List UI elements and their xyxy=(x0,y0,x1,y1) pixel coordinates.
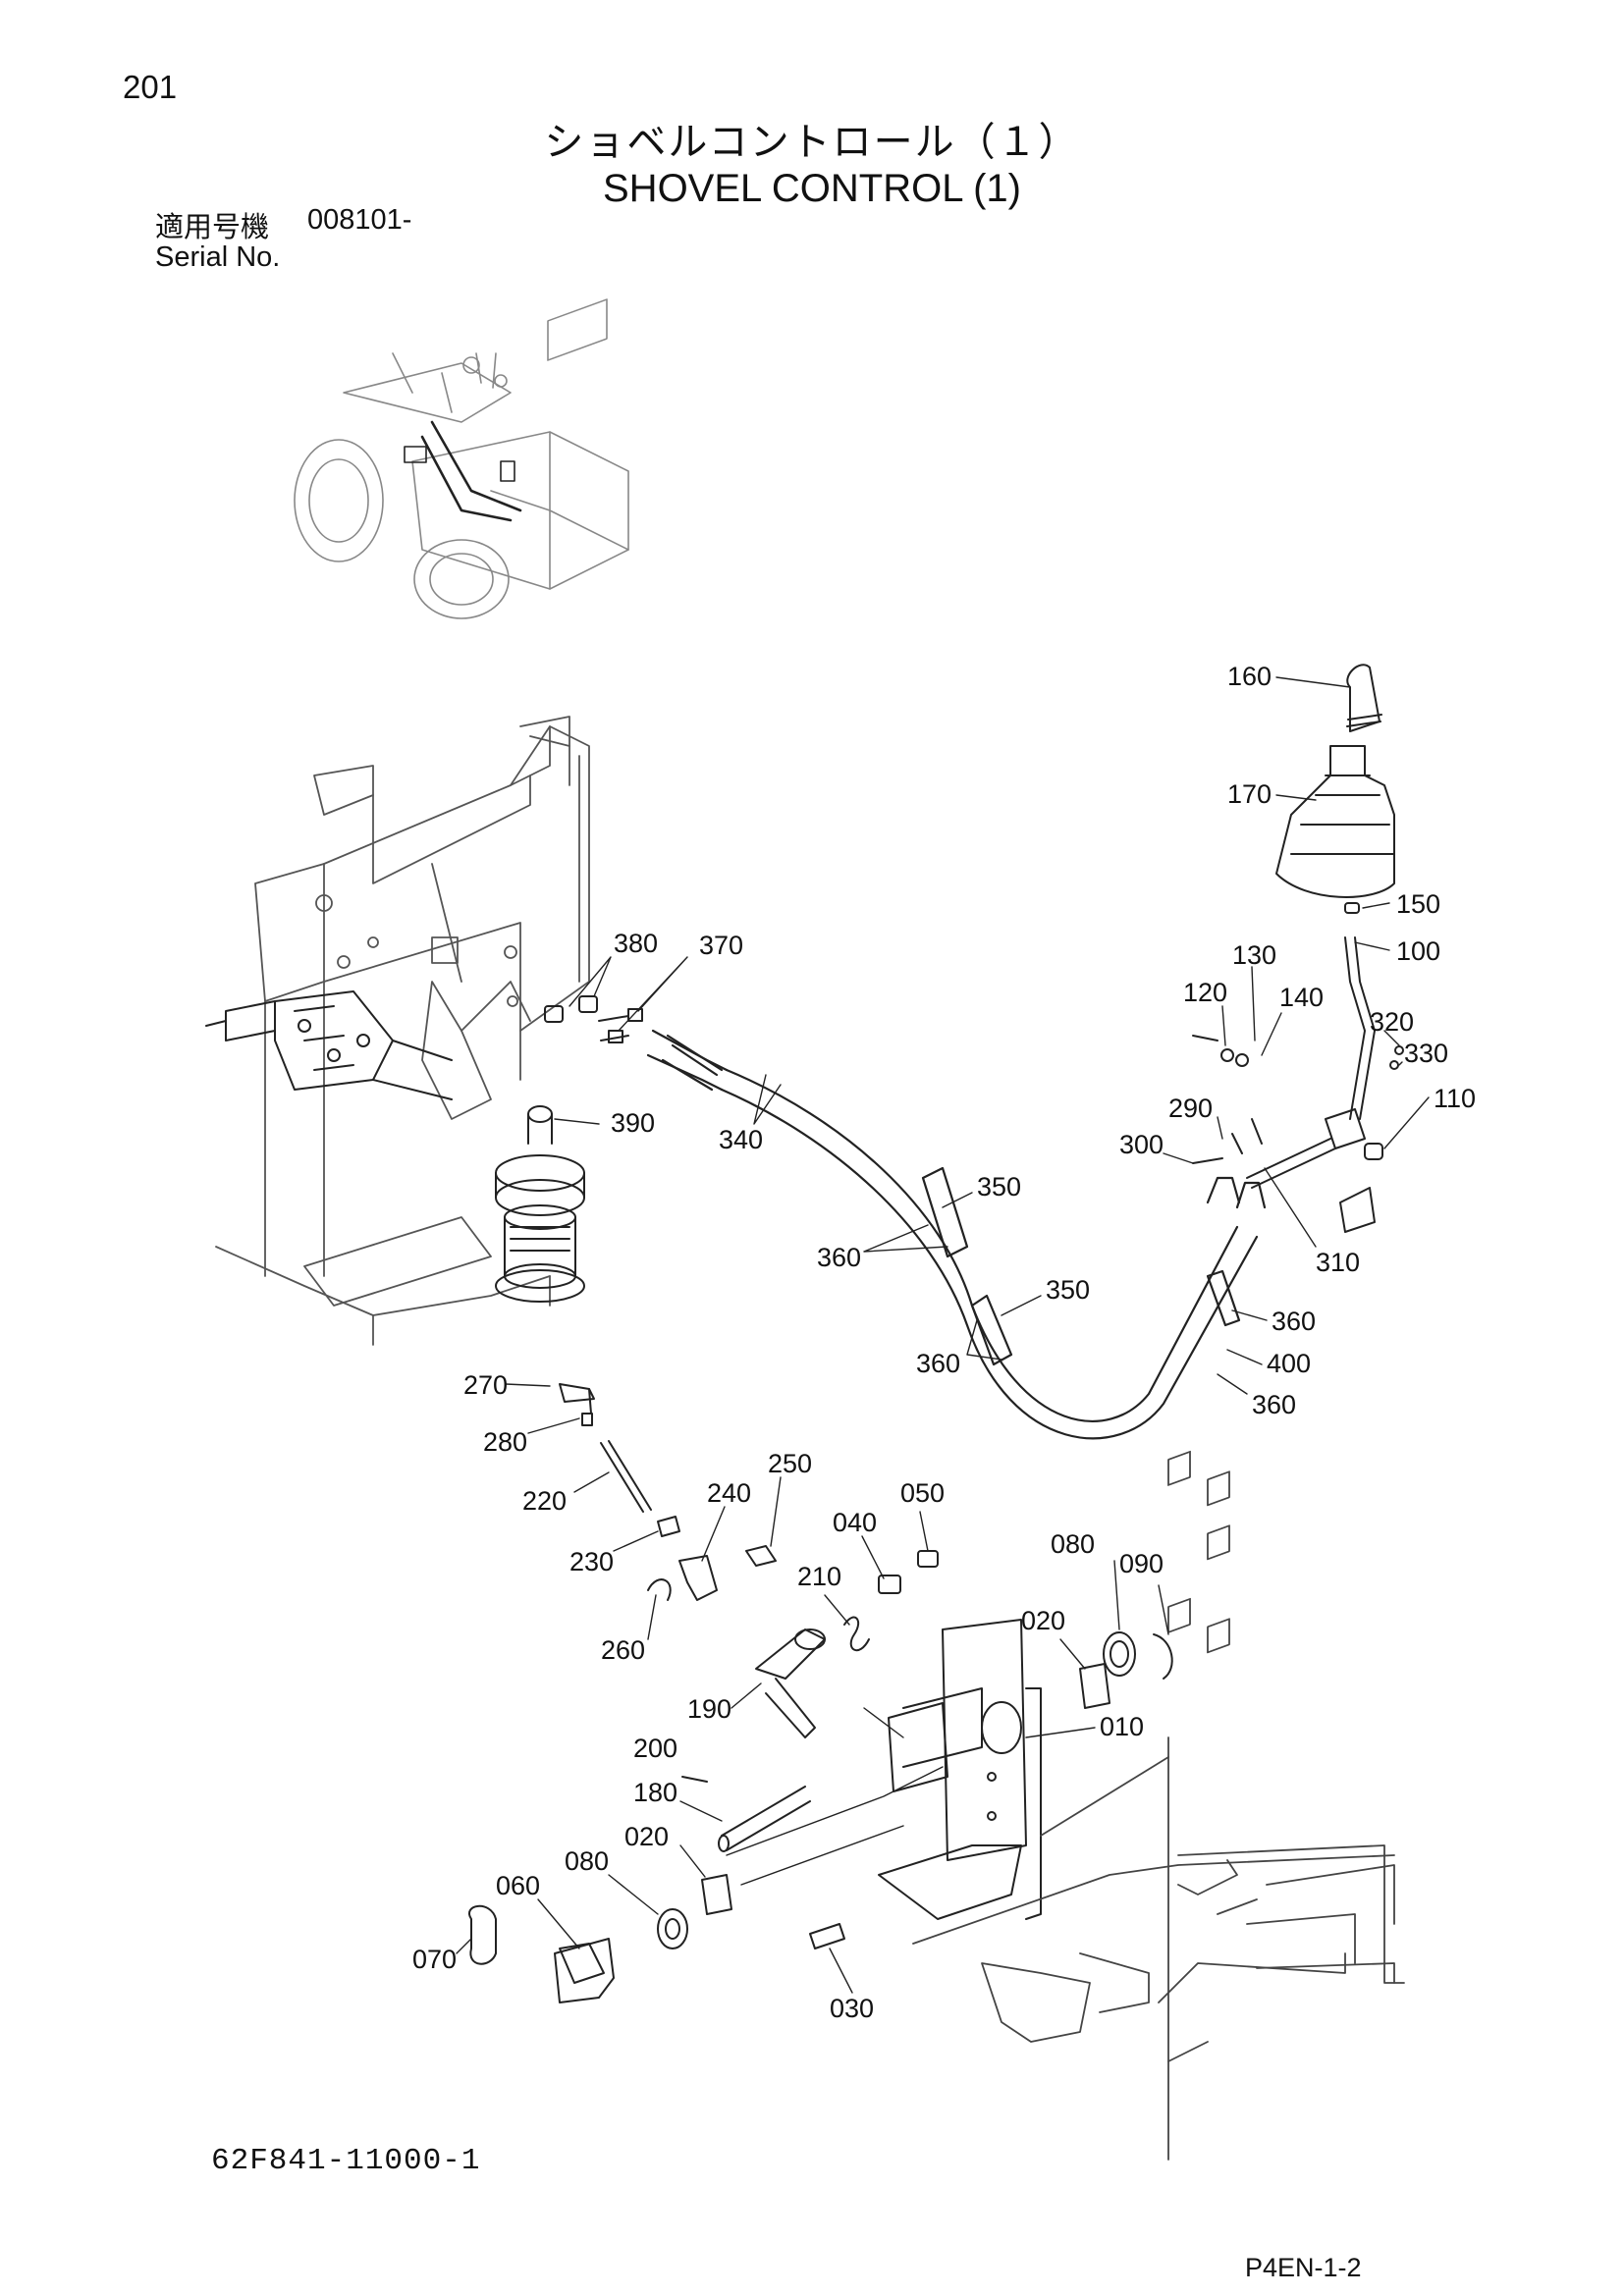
lower-bracket-assembly xyxy=(468,1383,1173,2003)
callout-350-lower: 350 xyxy=(1046,1275,1090,1305)
callout-260: 260 xyxy=(601,1635,645,1665)
callout-110: 110 xyxy=(1434,1084,1476,1113)
callout-130: 130 xyxy=(1232,940,1276,970)
callout-370: 370 xyxy=(699,931,743,960)
callout-100: 100 xyxy=(1396,936,1440,966)
page-code: P4EN-1-2 xyxy=(1245,2253,1362,2282)
callout-380: 380 xyxy=(614,929,658,958)
callout-390: 390 xyxy=(611,1108,655,1138)
callout-020-upper: 020 xyxy=(1021,1606,1065,1635)
callout-210: 210 xyxy=(797,1562,841,1591)
callout-190: 190 xyxy=(687,1694,731,1724)
serial-label-english: Serial No. xyxy=(155,241,281,273)
serial-label-japanese: 適用号機 xyxy=(155,210,270,243)
chassis-frame xyxy=(912,1450,1405,2161)
swivel-column xyxy=(495,1105,585,1303)
serial-number-value: 008101- xyxy=(307,204,412,236)
callout-360-right-a: 360 xyxy=(1272,1307,1316,1336)
callout-250: 250 xyxy=(768,1449,812,1478)
page-number: 201 xyxy=(123,69,178,105)
callout-160: 160 xyxy=(1227,662,1272,691)
callout-120: 120 xyxy=(1183,978,1227,1007)
page-title-japanese: ショベルコントロール（１） xyxy=(544,120,1080,165)
callout-050: 050 xyxy=(900,1478,945,1508)
callout-340: 340 xyxy=(719,1125,763,1154)
callout-150: 150 xyxy=(1396,889,1440,919)
callout-280: 280 xyxy=(483,1427,527,1457)
callout-040: 040 xyxy=(833,1508,877,1537)
callout-020-lower: 020 xyxy=(624,1822,669,1851)
callout-360-lower: 360 xyxy=(916,1349,960,1378)
callout-080-upper: 080 xyxy=(1051,1529,1095,1559)
callout-060: 060 xyxy=(496,1871,540,1900)
callout-220: 220 xyxy=(522,1486,567,1516)
callout-350-upper: 350 xyxy=(977,1172,1021,1201)
callout-400: 400 xyxy=(1267,1349,1311,1378)
drawing-number: 62F841-11000-1 xyxy=(211,2144,481,2178)
callout-180: 180 xyxy=(633,1778,677,1807)
bolt-group-370-380 xyxy=(544,995,643,1043)
callout-090: 090 xyxy=(1119,1549,1164,1578)
callout-140: 140 xyxy=(1279,983,1324,1012)
callout-200: 200 xyxy=(633,1734,677,1763)
callout-310: 310 xyxy=(1316,1248,1360,1277)
page-title-english: SHOVEL CONTROL (1) xyxy=(603,167,1021,210)
callout-010: 010 xyxy=(1100,1712,1144,1741)
tractor-thumbnail xyxy=(294,298,629,619)
callout-030: 030 xyxy=(830,1994,874,2023)
callout-230: 230 xyxy=(569,1547,614,1576)
callout-360-right-b: 360 xyxy=(1252,1390,1296,1419)
lever-assembly xyxy=(1192,664,1404,1233)
callout-070: 070 xyxy=(412,1945,457,1974)
callout-290: 290 xyxy=(1168,1094,1213,1123)
callout-360-upper: 360 xyxy=(817,1243,861,1272)
callout-240: 240 xyxy=(707,1478,751,1508)
loader-frame xyxy=(215,716,590,1346)
callout-300: 300 xyxy=(1119,1130,1164,1159)
control-cables xyxy=(646,1029,1267,1440)
callouts: 160 170 150 100 130 120 140 320 330 110 … xyxy=(412,662,1476,2023)
control-valve xyxy=(205,990,453,1100)
callout-170: 170 xyxy=(1227,779,1272,809)
callout-080-lower: 080 xyxy=(565,1846,609,1876)
callout-270: 270 xyxy=(463,1370,508,1400)
callout-330: 330 xyxy=(1404,1039,1448,1068)
callout-320: 320 xyxy=(1370,1007,1414,1037)
